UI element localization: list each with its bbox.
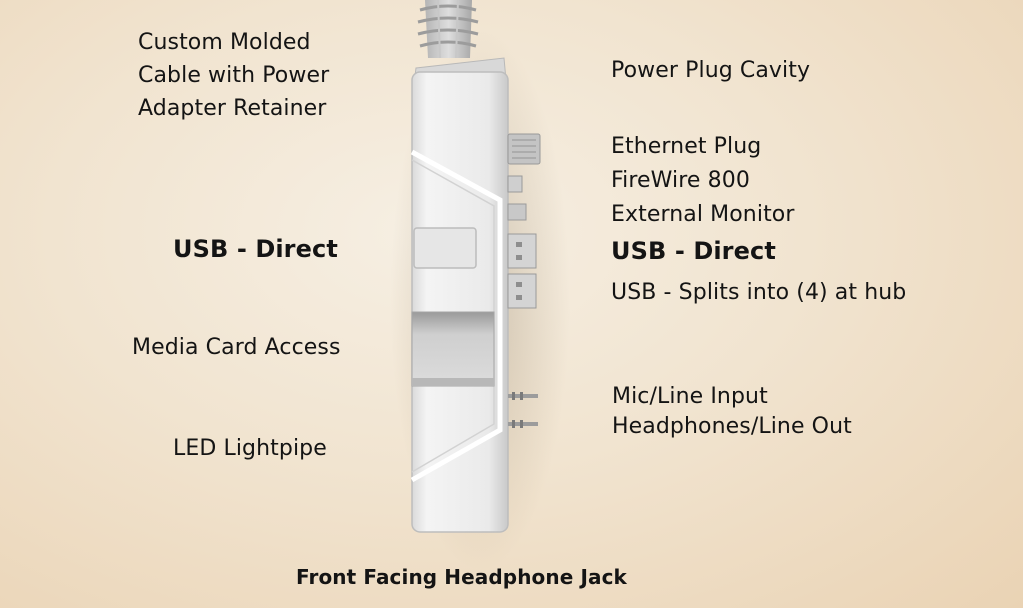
power-plug-cavity-label: Power Plug Cavity	[611, 58, 811, 83]
custom-molded-line-1: Custom Molded	[138, 30, 311, 55]
custom-molded-line-2: Cable with Power	[138, 63, 330, 88]
usb-splits-port	[507, 273, 537, 309]
ethernet-plug-label: Ethernet Plug	[611, 134, 762, 159]
mic-line-input-jack	[508, 392, 538, 400]
led-lightpipe-label: LED Lightpipe	[173, 436, 327, 461]
upper-bevel	[410, 149, 503, 483]
usb-direct-port	[507, 233, 537, 269]
cable	[417, 0, 479, 59]
firewire-port	[507, 175, 523, 193]
usb-direct-slot	[413, 227, 477, 269]
usb-direct-left-label: USB - Direct	[173, 235, 338, 263]
media-card-access-label: Media Card Access	[132, 335, 341, 360]
front-facing-headphone-jack-label: Front Facing Headphone Jack	[296, 565, 627, 589]
ethernet-plug-port	[507, 133, 541, 165]
usb-direct-right-label: USB - Direct	[611, 237, 776, 265]
usb-splits-label: USB - Splits into (4) at hub	[611, 280, 907, 305]
headphones-line-out-label: Headphones/Line Out	[612, 414, 852, 439]
custom-molded-cable-label: Custom Molded Cable with Power Adapter R…	[138, 26, 329, 125]
firewire-label: FireWire 800	[611, 168, 750, 193]
headphones-line-out-jack	[508, 420, 538, 428]
custom-molded-line-3: Adapter Retainer	[138, 96, 327, 121]
mic-line-input-label: Mic/Line Input	[612, 384, 768, 409]
external-monitor-label: External Monitor	[611, 202, 795, 227]
external-monitor-port	[507, 203, 527, 221]
media-card-cavity	[411, 311, 495, 387]
